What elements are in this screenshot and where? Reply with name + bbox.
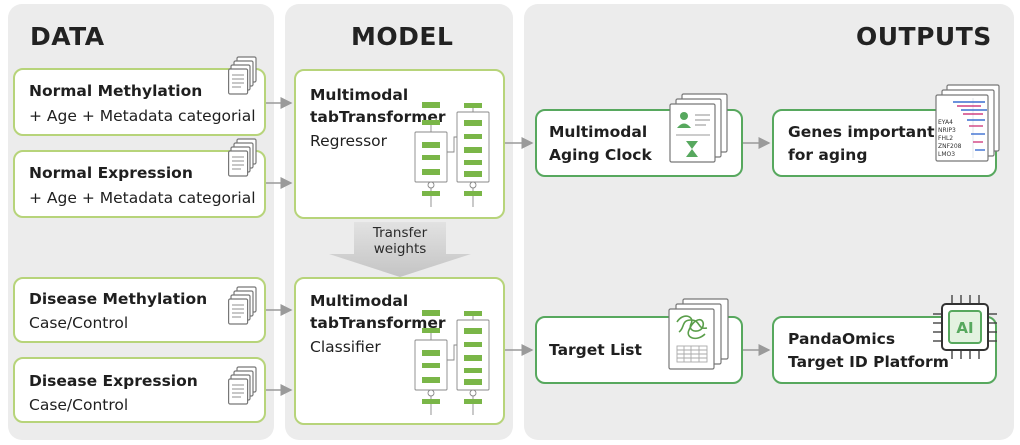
data-box-title: Disease Methylation — [29, 290, 208, 308]
output-title-line1: Target List — [549, 341, 642, 359]
normal-methylation-box: Normal Methylation + Age + Metadata cate… — [13, 68, 266, 136]
gene-label: NRIP3 — [938, 127, 956, 134]
report-icon — [669, 93, 728, 163]
data-box-subtitle: + Age + Metadata categorial — [29, 107, 256, 125]
model-title-line2: tabTransformer — [310, 108, 446, 126]
document-stack-icon — [228, 286, 257, 325]
model-type-label: Classifier — [310, 338, 381, 356]
outputs-section-title: OUTPUTS — [856, 22, 992, 51]
gene-label: FHL2 — [938, 135, 953, 142]
data-section-title: DATA — [30, 22, 105, 51]
output-title-line2: for aging — [788, 146, 868, 164]
data-box-subtitle: Case/Control — [29, 396, 129, 414]
transformer-architecture-icon — [414, 310, 490, 415]
transformer-architecture-icon — [414, 102, 490, 207]
ai-chip-label: AI — [956, 319, 973, 337]
document-stack-icon — [228, 138, 257, 177]
model-section-title: MODEL — [351, 22, 454, 51]
data-box-title: Disease Expression — [29, 372, 198, 390]
data-box-title: Normal Expression — [29, 164, 193, 182]
data-box-subtitle: Case/Control — [29, 314, 129, 332]
model-title-line2: tabTransformer — [310, 314, 446, 332]
output-title-line1: Multimodal — [549, 123, 648, 141]
output-title-line2: Aging Clock — [549, 146, 652, 164]
document-stack-icon — [228, 56, 257, 95]
normal-expression-box: Normal Expression + Age + Metadata categ… — [13, 150, 266, 218]
model-title-line1: Multimodal — [310, 292, 409, 310]
disease-methylation-box: Disease Methylation Case/Control — [13, 277, 266, 343]
transfer-label-1: Transfer — [372, 225, 428, 241]
ai-chip-icon: AI — [933, 295, 997, 359]
regressor-model-box: Multimodal tabTransformer Regressor — [294, 69, 505, 219]
gene-chart-icon: EYA4 NRIP3 FHL2 ZNF208 LMO3 — [935, 84, 1000, 162]
data-box-title: Normal Methylation — [29, 82, 203, 100]
transfer-label-2: weights — [374, 241, 427, 257]
output-title-line1: Genes important — [788, 123, 935, 141]
gene-label: EYA4 — [938, 119, 953, 126]
gene-label: LMO3 — [938, 151, 955, 158]
model-type-label: Regressor — [310, 132, 388, 150]
gene-label: ZNF208 — [938, 143, 962, 150]
document-stack-icon — [228, 366, 257, 405]
output-title-line2: Target ID Platform — [788, 353, 949, 371]
transfer-weights-arrow — [329, 222, 471, 277]
protein-table-icon — [668, 298, 729, 370]
disease-expression-box: Disease Expression Case/Control — [13, 357, 266, 423]
output-title-line1: PandaOmics — [788, 330, 896, 348]
data-box-subtitle: + Age + Metadata categorial — [29, 189, 256, 207]
model-title-line1: Multimodal — [310, 86, 409, 104]
